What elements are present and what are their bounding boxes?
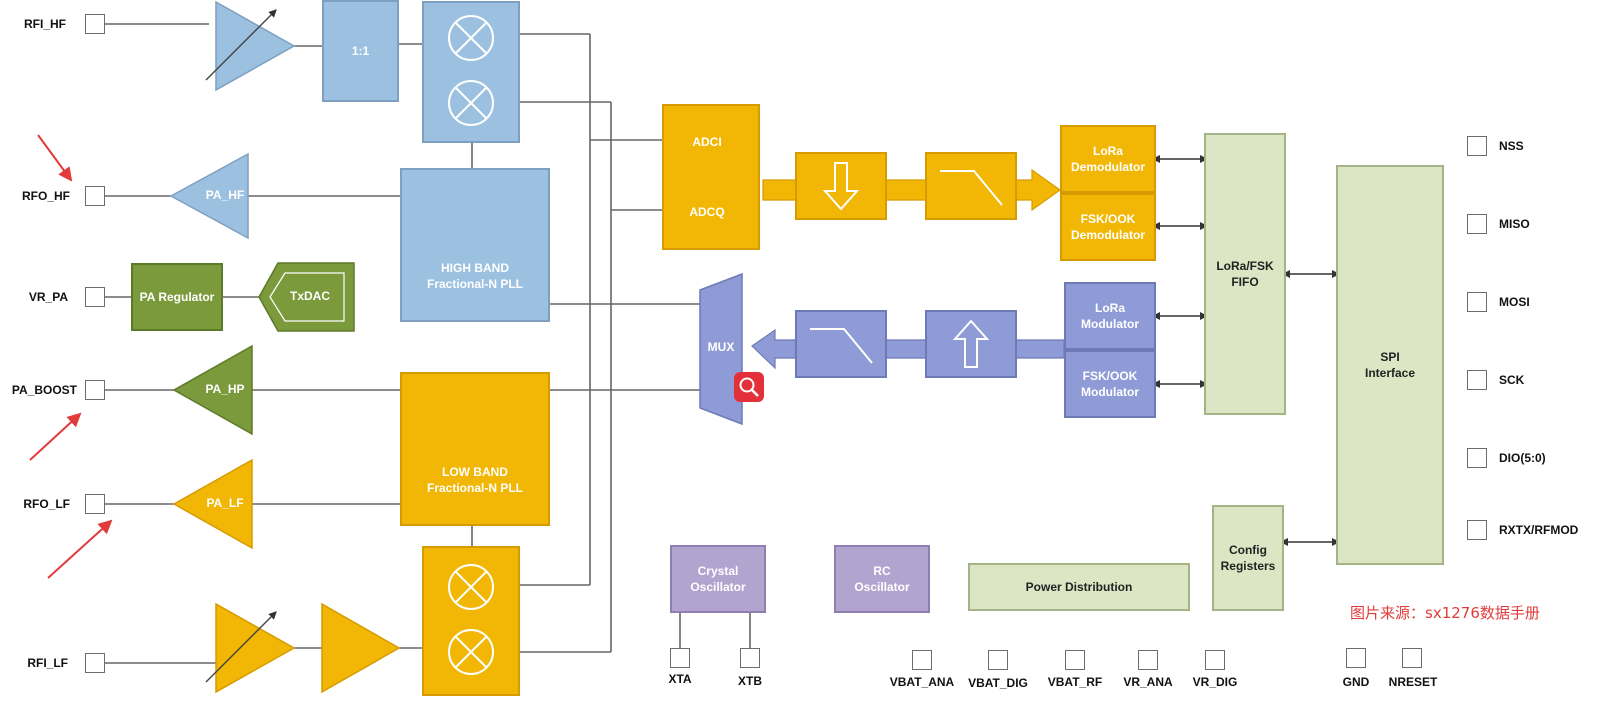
hf-mixer-box (422, 1, 520, 143)
pin-label-sck: SCK (1499, 373, 1525, 387)
pin-label-vbat-dig: VBAT_DIG (968, 676, 1028, 690)
ratio-block: 1:1 (322, 0, 399, 102)
pin-miso (1467, 214, 1487, 234)
pin-label-vbat-ana: VBAT_ANA (889, 675, 955, 689)
lna-lf-triangle (215, 602, 296, 694)
pin-rfo-hf (85, 186, 105, 206)
pa-regulator-block: PA Regulator (131, 263, 223, 331)
pin-xtb (740, 648, 760, 668)
pa-hp-triangle (172, 344, 253, 436)
lf-buffer-triangle (321, 602, 401, 694)
pin-sck (1467, 370, 1487, 390)
pin-label-nreset: NRESET (1388, 675, 1438, 689)
pin-label-vr-pa: VR_PA (28, 290, 68, 304)
pin-label-pa-boost: PA_BOOST (11, 383, 77, 397)
power-distribution-block: Power Distribution (968, 563, 1190, 611)
fsk-ook-demodulator-block: FSK/OOK Demodulator (1060, 193, 1156, 261)
pin-rfi-lf (85, 653, 105, 673)
pa-lf-triangle (172, 458, 253, 550)
lowpass-filter-icon (940, 170, 1003, 206)
pin-gnd (1346, 648, 1366, 668)
pin-xta (670, 648, 690, 668)
pin-nreset (1402, 648, 1422, 668)
adc-block (662, 104, 760, 250)
fifo-block: LoRa/FSK FIFO (1204, 133, 1286, 415)
rx-decimator-block (795, 152, 887, 220)
pin-label-rfi-lf: RFI_LF (27, 656, 68, 670)
zoom-search-icon[interactable] (734, 372, 764, 402)
rc-oscillator-block: RC Oscillator (834, 545, 930, 613)
lf-mixer-box (422, 546, 520, 696)
decimate-down-arrow-icon (822, 162, 860, 211)
mux-label: MUX (707, 340, 735, 354)
pin-label-nss: NSS (1499, 139, 1524, 153)
config-registers-block: Config Registers (1212, 505, 1284, 611)
pin-label-xta: XTA (668, 672, 692, 686)
pin-vbat-dig (988, 650, 1008, 670)
rx-lowpass-filter-block (925, 152, 1017, 220)
txdac-label: TxDAC (289, 289, 330, 303)
pa-hf-label: PA_HF (205, 188, 245, 202)
pin-label-rxtx-rfmod: RXTX/RFMOD (1499, 523, 1579, 537)
pin-label-mosi: MOSI (1499, 295, 1530, 309)
pin-dio (1467, 448, 1487, 468)
pin-label-miso: MISO (1499, 217, 1530, 231)
pin-label-rfo-lf: RFO_LF (23, 497, 70, 511)
spi-interface-block: SPI Interface (1336, 165, 1444, 565)
pin-label-gnd: GND (1342, 675, 1370, 689)
crystal-oscillator-block: Crystal Oscillator (670, 545, 766, 613)
tx-interpolator-block (925, 310, 1017, 378)
mux-shape (699, 272, 743, 426)
low-band-pll-block: LOW BAND Fractional-N PLL (400, 372, 550, 526)
pin-vbat-rf (1065, 650, 1085, 670)
pin-mosi (1467, 292, 1487, 312)
pin-nss (1467, 136, 1487, 156)
pin-label-xtb: XTB (738, 674, 762, 688)
pin-vr-pa (85, 287, 105, 307)
pin-label-vr-ana: VR_ANA (1123, 675, 1173, 689)
tx-lowpass-filter-block (795, 310, 887, 378)
adcq-label: ADCQ (689, 205, 725, 219)
txdac-shape (258, 262, 355, 332)
pin-rfi-hf (85, 14, 105, 34)
pin-label-vbat-rf: VBAT_RF (1047, 675, 1103, 689)
adci-label: ADCI (692, 135, 722, 149)
pa-hp-label: PA_HP (205, 382, 245, 396)
pin-rxtx-rfmod (1467, 520, 1487, 540)
lna-hf-triangle (215, 0, 296, 92)
fsk-ook-modulator-block: FSK/OOK Modulator (1064, 350, 1156, 418)
pa-hf-triangle (169, 152, 249, 240)
interpolate-up-arrow-icon (952, 319, 990, 368)
pin-label-rfo-hf: RFO_HF (22, 189, 70, 203)
pin-vr-ana (1138, 650, 1158, 670)
pin-vbat-ana (912, 650, 932, 670)
pin-label-vr-dig: VR_DIG (1192, 675, 1238, 689)
lora-demodulator-block: LoRa Demodulator (1060, 125, 1156, 193)
pin-label-dio: DIO(5:0) (1499, 451, 1546, 465)
high-band-pll-block: HIGH BAND Fractional-N PLL (400, 168, 550, 322)
pin-label-rfi-hf: RFI_HF (24, 17, 66, 31)
pin-vr-dig (1205, 650, 1225, 670)
lowpass-filter-icon (810, 328, 873, 364)
pin-pa-boost (85, 380, 105, 400)
source-caption: 图片来源：sx1276数据手册 (1350, 604, 1540, 622)
pa-lf-label: PA_LF (206, 496, 244, 510)
lora-modulator-block: LoRa Modulator (1064, 282, 1156, 350)
pin-rfo-lf (85, 494, 105, 514)
